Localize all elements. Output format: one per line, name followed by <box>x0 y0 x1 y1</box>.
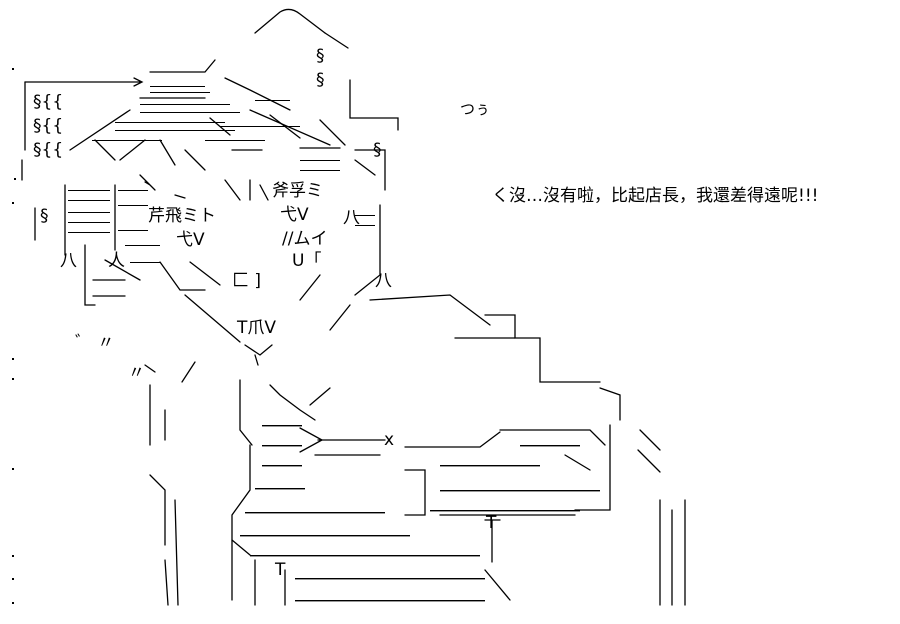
arm-right-down <box>637 429 661 473</box>
mouth: T爪V <box>237 318 277 338</box>
hand-left <box>404 469 426 516</box>
hair-glyph-l1: §{{ <box>33 92 64 112</box>
body-left-5 <box>164 559 169 606</box>
bracket: 匚 ] <box>232 271 262 291</box>
hair-top-bar <box>149 59 216 73</box>
neck-right <box>269 384 316 421</box>
hair-fringe-3 <box>249 109 331 146</box>
dialogue-text: く沒…沒有啦，比起店長，我還差得遠呢!!! <box>492 186 819 206</box>
hair-left-bracket <box>21 81 26 181</box>
left-eye-top: 芹飛ミト <box>148 206 216 226</box>
sleeve-3 <box>564 454 591 471</box>
sleeve-1 <box>499 429 606 446</box>
arm-right-upper <box>599 387 621 421</box>
hair-glyph-l2: §{{ <box>33 116 64 136</box>
body-right-1 <box>484 569 511 601</box>
section-mark-2: § <box>316 70 325 90</box>
arm-t <box>484 519 501 563</box>
arm-block <box>574 424 611 511</box>
left-edge-dots <box>12 68 16 604</box>
body-dots <box>240 425 600 602</box>
face-left-jaw <box>184 294 241 343</box>
hachi-2: 八 <box>60 251 77 271</box>
hair-dot-rows <box>68 86 375 263</box>
right-eye-bot: //ムイ <box>282 229 328 249</box>
t-mark-2: T <box>275 560 286 580</box>
body-center-1 <box>231 444 251 601</box>
hair-side-right <box>354 149 386 191</box>
sleeve-2 <box>404 431 501 448</box>
hair-arrow <box>24 77 144 87</box>
lower-strike-2 <box>144 364 156 373</box>
hair-right-line <box>324 32 349 49</box>
face-right-jaw <box>299 274 321 301</box>
shoulder-step-1 <box>484 314 601 383</box>
face-left-line <box>159 261 206 291</box>
hair-lock-4 <box>354 204 381 296</box>
hachi-4: 人 <box>108 251 125 271</box>
brow-right <box>224 179 269 201</box>
body-center-2 <box>231 539 251 556</box>
hair-fringe-10 <box>159 139 206 171</box>
x-mark: x <box>384 430 395 450</box>
hair-glyph-l3: §{{ <box>33 140 64 160</box>
section-mark-4: § <box>40 206 49 226</box>
right-eye-u: U「 <box>292 251 322 271</box>
face-right-line <box>329 304 351 331</box>
neck-left <box>239 379 253 446</box>
hachi-3: 八 <box>375 271 392 291</box>
body-left-3 <box>149 474 166 546</box>
brow-left <box>174 194 186 199</box>
t-mark: T <box>486 513 497 533</box>
sound-effect-text: つぅ <box>460 100 491 118</box>
chin-lines <box>244 344 273 366</box>
quote-mark: ゛ 〃 <box>75 333 115 353</box>
hair-fringe-8 <box>319 119 346 146</box>
quote-mark-2: 〃 <box>128 363 145 383</box>
hair-fringe-1 <box>224 77 291 111</box>
eye-left-box <box>84 244 141 306</box>
shoulder-top <box>369 294 491 326</box>
collar-line <box>309 387 331 406</box>
hair-peak <box>254 8 326 34</box>
left-eye-bottom: 弋V <box>176 230 205 250</box>
hair-fringe-5 <box>69 109 131 151</box>
eye-left-lines <box>92 279 126 297</box>
hair-fringe-9 <box>94 139 146 161</box>
right-eye-top: 斧孚ミ <box>272 181 323 201</box>
body-left-4 <box>174 499 179 606</box>
hachi-1: 八 <box>343 208 360 228</box>
section-mark-1: § <box>316 46 325 66</box>
cheek-left-1 <box>139 174 156 191</box>
right-eye-mid: 弋V <box>280 205 309 225</box>
lower-strike-1 <box>181 361 196 383</box>
nose <box>189 261 221 286</box>
hair-fringe-4 <box>349 79 399 131</box>
section-mark-3: § <box>373 140 382 160</box>
hand-arrow-head <box>299 427 324 453</box>
